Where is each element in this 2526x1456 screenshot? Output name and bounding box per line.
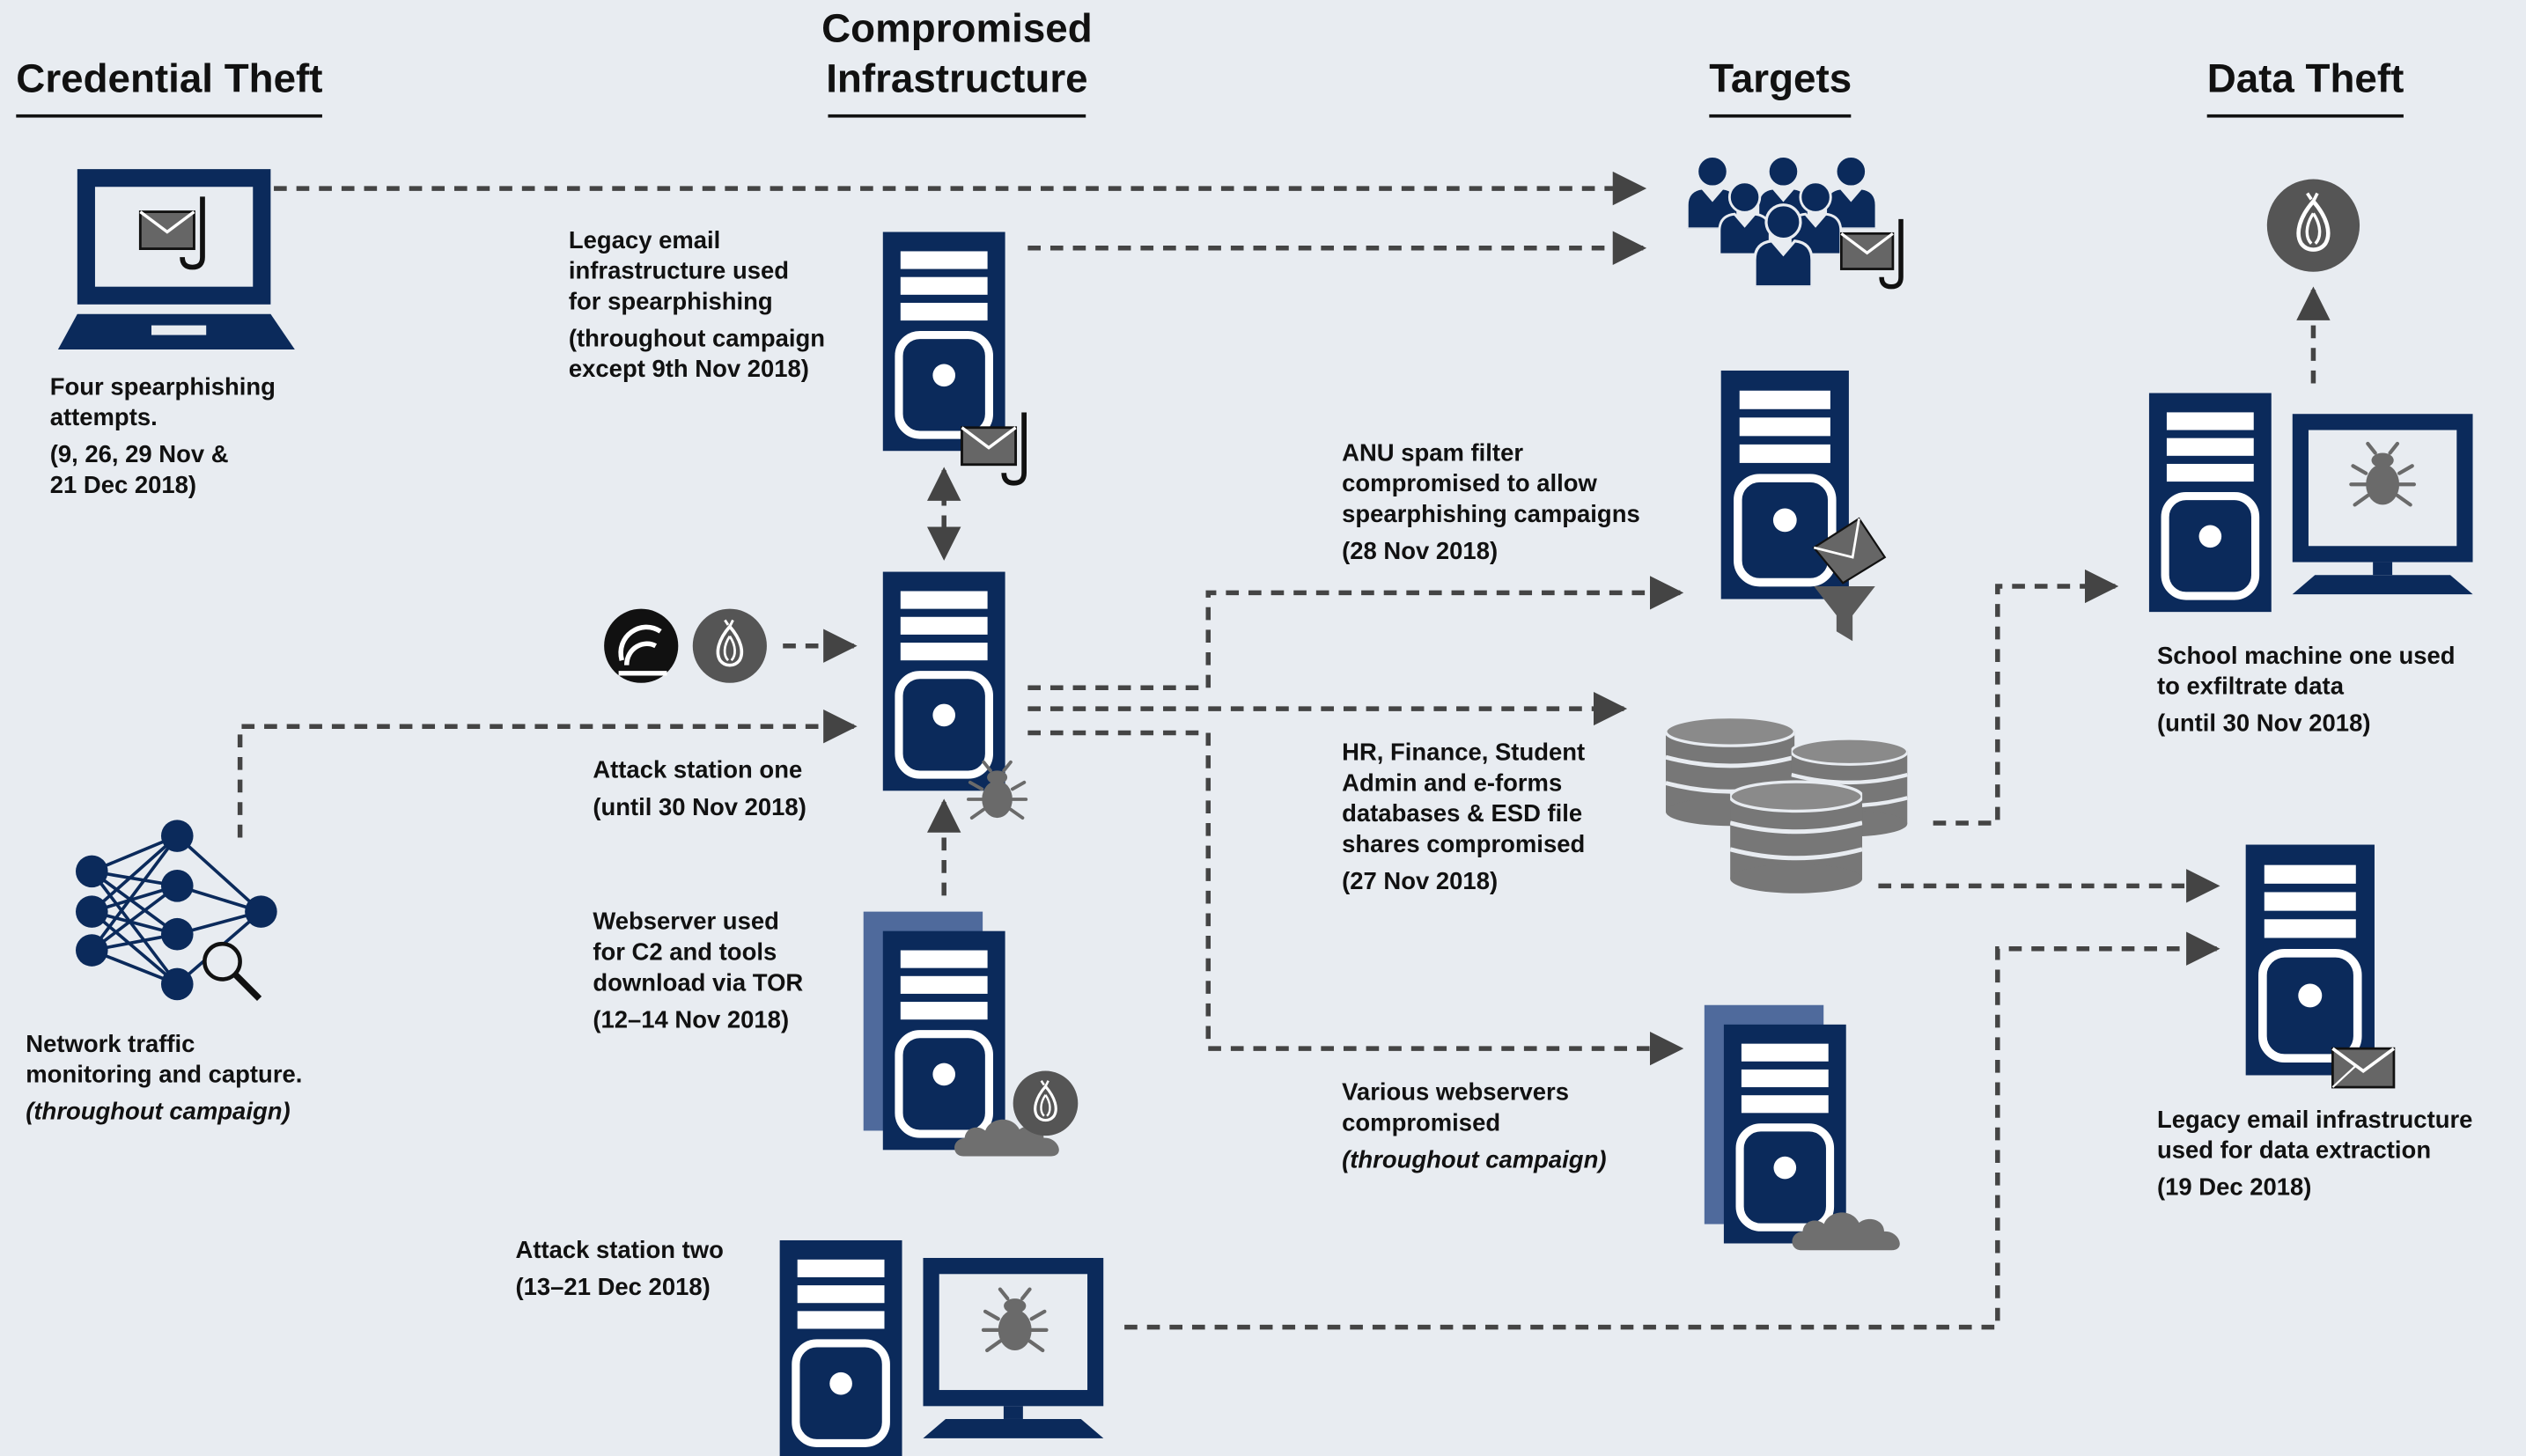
connector-station2-legacy: [1124, 931, 2220, 1330]
caption-spam-filter: ANU spam filter compromised to allow spe…: [1342, 439, 1640, 566]
server-icon: [883, 931, 1005, 1151]
caption-attack-station-two: Attack station two (13–21 Dec 2018): [515, 1237, 724, 1302]
laptop-icon: [57, 169, 295, 350]
server-icon: [780, 1240, 902, 1456]
connector-network-station: [237, 709, 858, 838]
caption-network-traffic: Network traffic monitoring and capture. …: [26, 1031, 303, 1126]
neural-network-icon: [75, 820, 277, 1001]
heading-data-theft: Data Theft: [2206, 55, 2404, 118]
bittorrent-icon: [604, 608, 679, 683]
heading-targets: Targets: [1709, 55, 1852, 118]
caption-spearphishing: Four spearphishing attempts. (9, 26, 29 …: [49, 373, 276, 500]
envelope-icon: [2331, 1047, 2396, 1090]
tor-onion-icon: [1012, 1069, 1079, 1137]
caption-webservers: Various webservers compromised (througho…: [1342, 1078, 1607, 1174]
heading-compromised-infrastructure: Compromised Infrastructure: [821, 4, 1093, 118]
heading-credential-theft: Credential Theft: [16, 55, 323, 118]
funnel-icon: [1812, 517, 1887, 642]
connector-databases-school: [1933, 569, 2119, 826]
caption-databases: HR, Finance, Student Admin and e-forms d…: [1342, 739, 1586, 896]
connector-station-spamfilter: [1027, 576, 1684, 691]
server-icon: [883, 572, 1005, 791]
caption-legacy-email-spearphishing: Legacy email infrastructure used for spe…: [568, 226, 826, 384]
server-icon: [2246, 845, 2375, 1076]
magnifier-icon: [203, 941, 262, 1002]
caption-school-machine: School machine one used to exfiltrate da…: [2156, 643, 2456, 739]
caption-attack-station-one: Attack station one (until 30 Nov 2018): [593, 756, 806, 822]
server-icon: [2149, 393, 2272, 612]
connector-station-webservers: [1027, 730, 1684, 1066]
server-icon: [883, 232, 1005, 451]
envelope-hook-icon: [1841, 219, 1901, 287]
tor-onion-icon: [690, 607, 769, 685]
caption-webserver-c2: Webserver used for C2 and tools download…: [593, 908, 804, 1034]
server-icon: [1724, 1025, 1846, 1244]
tor-onion-icon: [2267, 180, 2360, 272]
database-icon: [1666, 717, 1907, 893]
caption-legacy-email-extraction: Legacy email infrastructure used for dat…: [2156, 1107, 2473, 1202]
